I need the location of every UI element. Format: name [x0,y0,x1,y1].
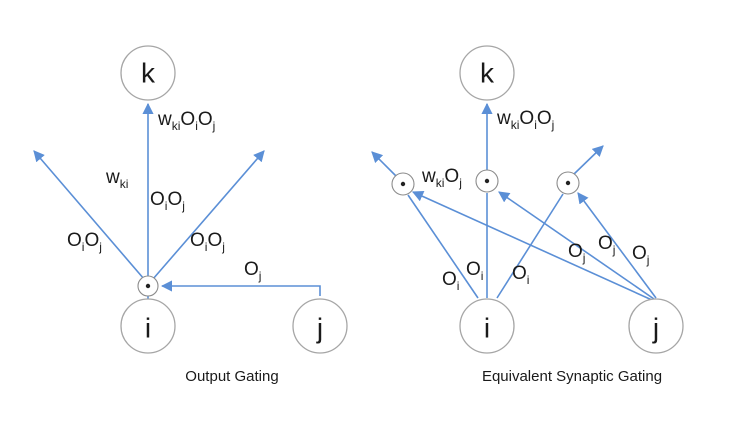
node-j [292,298,348,354]
label-oi-1: Oi [442,269,459,293]
label-oj-3: Oj [632,243,649,267]
node-i [120,298,176,354]
node-k-label: k [141,58,156,89]
edge-i-to-right-gate [496,193,564,299]
edge-right-gate-out [572,145,604,176]
node-i-label: i [145,313,151,344]
edge-left-gate-out [371,151,398,178]
gate-dot [145,283,151,289]
gate-dot [484,178,490,184]
left-panel: k i j wkiOiOj wki OiOj OiOj OiOj Oj Outp… [33,45,348,385]
caption-equivalent-synaptic-gating: Equivalent Synaptic Gating [482,368,662,385]
gate-dot [400,181,406,187]
label-wki: wki [105,167,128,191]
label-wki-oioj: wkiOiOj [157,109,215,133]
gate-dot [565,180,571,186]
label-oioj-center: OiOj [150,189,185,213]
label-oioj-left: OiOj [67,230,102,254]
label-wki-oj: wkiOj [421,166,462,190]
label-oj-2: Oj [598,233,615,257]
node-i-label: i [484,313,490,344]
node-i [459,298,515,354]
edge-gate-to-upper-right [152,150,265,280]
label-oioj-right: OiOj [190,230,225,254]
label-oi-3: Oi [512,263,529,287]
node-j-label: j [652,313,659,344]
edge-gate-to-upper-left [33,150,145,280]
label-oi-2: Oi [466,259,483,283]
edge-j-to-left-gate [411,191,653,301]
label-oj: Oj [244,259,261,283]
node-k-label: k [480,58,495,89]
caption-output-gating: Output Gating [185,368,278,385]
edge-i-to-left-gate [407,194,479,299]
node-k [120,45,176,101]
label-oj-1: Oj [568,241,585,265]
node-k [459,45,515,101]
node-j [628,298,684,354]
node-j-label: j [316,313,323,344]
label-wki-oioj: wkiOiOj [496,108,554,132]
edge-j-to-right-gate [577,192,657,299]
edge-j-to-center-gate [498,191,655,300]
right-panel: k i j wkiOiOj wkiOj Oi Oi Oi Oj Oj Oj Eq… [371,45,684,385]
edge-j-to-gate [160,280,321,296]
